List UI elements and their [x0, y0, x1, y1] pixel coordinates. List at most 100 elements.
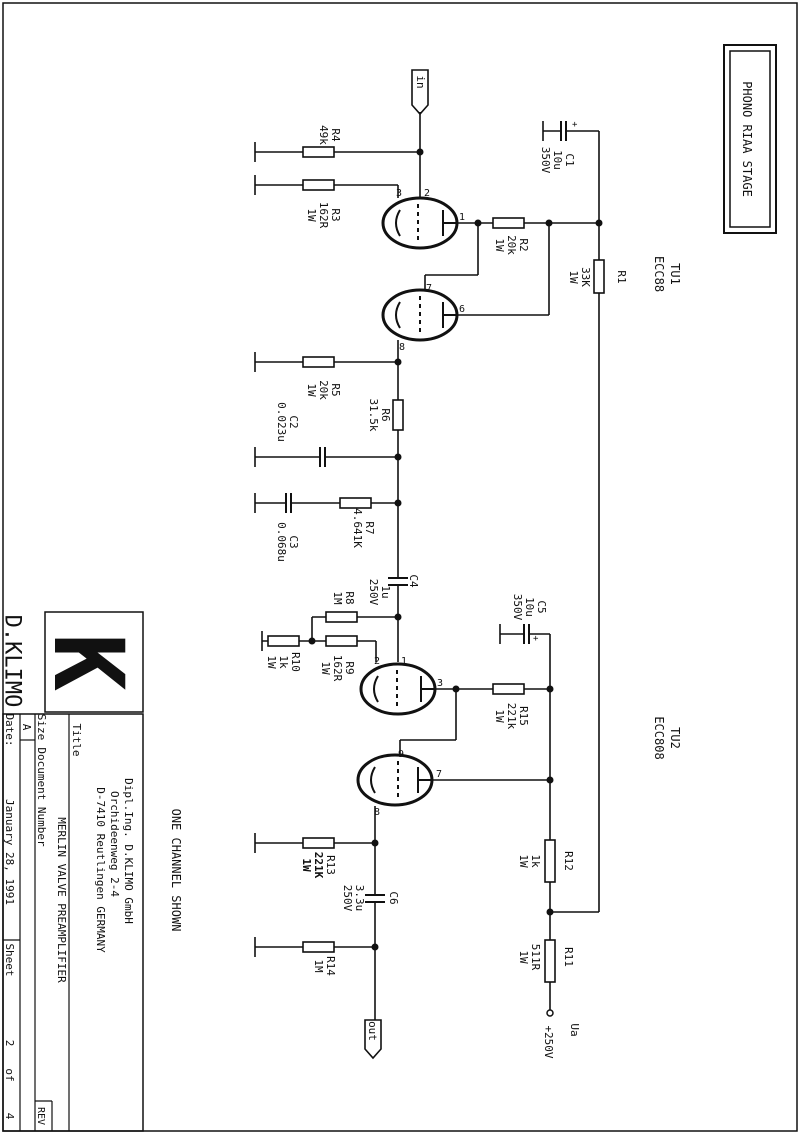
resistor-r3: R3 162R 1W: [302, 179, 342, 229]
tube-tu1a: 3 2 1: [381, 188, 465, 250]
r12-rating: 1W: [517, 854, 530, 868]
size-value: A: [20, 724, 33, 731]
r15-ref: R15: [517, 706, 530, 726]
junctions: [308, 148, 603, 951]
c4-value: 1u: [379, 585, 392, 598]
r9-value: 162R: [331, 655, 344, 682]
capacitor-c3: C3 0.068u: [275, 492, 300, 562]
date-label: Date:: [3, 713, 16, 746]
resistor-r13: R13 221K 1W: [300, 837, 337, 879]
tu2a-pin-2: 2: [374, 656, 380, 667]
r2-value: 20k: [505, 235, 518, 255]
r2-ref: R2: [517, 238, 530, 251]
r6-ref: R6: [379, 408, 392, 421]
document-title: MERLIN VALVE PREAMPLIFIER: [55, 817, 68, 983]
resistor-r2: R2 20k 1W: [492, 217, 530, 255]
r5-value: 20k: [317, 380, 330, 400]
tu1b-pin-6: 6: [459, 304, 465, 315]
c1-ref: C1: [563, 153, 576, 166]
svg-text:+: +: [572, 120, 578, 130]
c6-ref: C6: [387, 891, 400, 904]
tu2a-pin-1: 1: [401, 656, 407, 667]
logo-name: D.KLIMO: [0, 615, 25, 708]
doc-number-label: Document Number: [35, 747, 48, 847]
tube-tu2b: 9 7 8: [356, 749, 442, 818]
tu2b-pin-8: 8: [374, 807, 380, 818]
r11-value: 511R: [529, 944, 542, 971]
r7-ref: R7: [363, 521, 376, 534]
c5-ref: C5: [535, 600, 548, 613]
wires: [254, 112, 600, 1020]
resistor-r10: R10 1k 1W: [265, 635, 302, 672]
tube-tu1b: 7 6 8: [381, 283, 465, 353]
resistor-r9: R9 162R 1W: [319, 635, 358, 682]
resistor-r14: R14 1M: [302, 941, 337, 976]
capacitor-c5: + C5 10u 350V: [511, 594, 548, 644]
tube-tu2a: 2 1 3: [359, 656, 443, 716]
resistor-r8: R8 1M: [325, 591, 358, 623]
r6-value: 31.5k: [367, 398, 380, 431]
r5-ref: R5: [329, 383, 342, 396]
r15-rating: 1W: [493, 709, 506, 723]
r1-rating: 1W: [567, 270, 580, 284]
r10-rating: 1W: [265, 655, 278, 669]
supply-terminal: Ua +250V: [542, 1009, 581, 1059]
resistor-r6: R6 31.5k: [367, 398, 404, 432]
tu2-ref: TU2: [668, 727, 682, 749]
c1-rating: 350V: [539, 147, 552, 174]
c4-rating: 250V: [367, 579, 380, 606]
r4-value: 49k: [317, 125, 330, 145]
r5-rating: 1W: [305, 383, 318, 397]
company-line2: Orchideenweg 2-4: [108, 791, 121, 897]
r9-rating: 1W: [319, 661, 332, 675]
title-box-text: PHONO RIAA STAGE: [740, 81, 754, 197]
r14-ref: R14: [324, 956, 337, 976]
tu1-type: ECC88: [652, 256, 666, 292]
r13-ref: R13: [324, 855, 337, 875]
c6-rating: 250V: [341, 885, 354, 912]
output-label: out: [366, 1021, 379, 1041]
c4-ref: C4: [407, 574, 420, 588]
tu1a-pin-3: 3: [396, 188, 402, 199]
c1-value: 10u: [551, 150, 564, 170]
r4-ref: R4: [329, 128, 342, 142]
tu2a-pin-3: 3: [437, 678, 443, 689]
c3-ref: C3: [287, 535, 300, 548]
c2-ref: C2: [287, 415, 300, 428]
tu1-ref: TU1: [668, 263, 682, 285]
input-port: in: [411, 69, 429, 116]
tu2b-pin-9: 9: [398, 749, 404, 760]
r12-ref: R12: [562, 851, 575, 871]
r13-rating: 1W: [300, 858, 313, 872]
resistor-r1: R1 33K 1W: [567, 259, 628, 294]
company-line3: D-7410 Reutlingen GERMANY: [94, 787, 107, 953]
c5-value: 10u: [523, 597, 536, 617]
r15-value: 221k: [505, 703, 518, 730]
capacitor-c2: C2 0.023u: [275, 402, 326, 468]
r2-rating: 1W: [493, 238, 506, 252]
r13-value: 221K: [312, 852, 325, 879]
sheets-total: 4: [3, 1113, 16, 1120]
title-block: Dipl.Ing. D.KLIMO GmbH Orchideenweg 2-4 …: [2, 713, 144, 1132]
c3-value: 0.068u: [275, 522, 288, 562]
title-label: Title: [70, 723, 83, 756]
c6-value: 3.3u: [353, 885, 366, 912]
resistor-r4: R4 49k: [302, 125, 342, 158]
tu1b-pin-8: 8: [399, 342, 405, 353]
note-one-channel: ONE CHANNEL SHOWN: [169, 809, 183, 932]
rev-label: REV: [35, 1107, 46, 1125]
c2-value: 0.023u: [275, 402, 288, 442]
resistor-r15: R15 221k 1W: [492, 683, 530, 730]
r3-ref: R3: [329, 208, 342, 221]
r3-value: 162R: [317, 202, 330, 229]
capacitor-c1: + C1 10u 350V: [539, 120, 578, 174]
resistor-r7: R7 4.641K: [339, 497, 376, 548]
resistor-r11: R11 511R 1W: [517, 939, 575, 983]
r11-ref: R11: [562, 947, 575, 967]
resistor-r5: R5 20k 1W: [302, 356, 342, 400]
capacitor-c4: C4 1u 250V: [367, 574, 420, 605]
c5-rating: 350V: [511, 594, 524, 621]
logo-letter: K: [32, 633, 144, 691]
date-value: January 28, 1991: [3, 799, 16, 905]
